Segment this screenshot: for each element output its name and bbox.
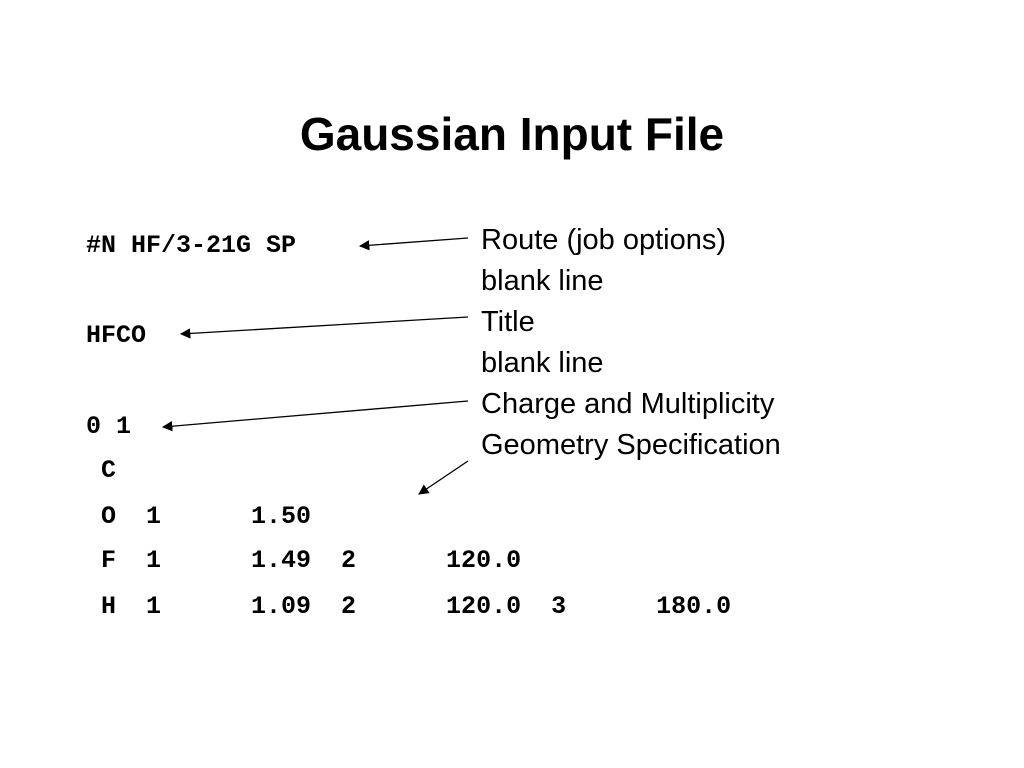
annotation-title: Title: [481, 306, 535, 338]
geometry-line-o: O 1 1.50: [86, 502, 312, 531]
annotation-blank-line-1: blank line: [481, 265, 604, 297]
annotation-route: Route (job options): [481, 224, 727, 256]
title-arrow: [179, 316, 469, 339]
annotation-geometry: Geometry Specification: [481, 429, 781, 461]
geometry-line-f: F 1 1.49 2 120.0: [86, 546, 522, 575]
geometry-line-c: C: [86, 456, 117, 485]
title-line: HFCO: [86, 321, 147, 350]
route-line: #N HF/3-21G SP: [86, 231, 297, 260]
slide-title: Gaussian Input File: [299, 108, 725, 160]
geometry-line-h: H 1 1.09 2 120.0 3 180.0: [86, 592, 732, 621]
route-arrow: [358, 237, 469, 251]
charge-multiplicity-line: 0 1: [86, 412, 132, 441]
annotation-charge-multiplicity: Charge and Multiplicity: [481, 388, 775, 420]
geometry-arrow: [418, 460, 469, 495]
charge-arrow: [161, 400, 469, 432]
annotation-blank-line-2: blank line: [481, 347, 604, 379]
